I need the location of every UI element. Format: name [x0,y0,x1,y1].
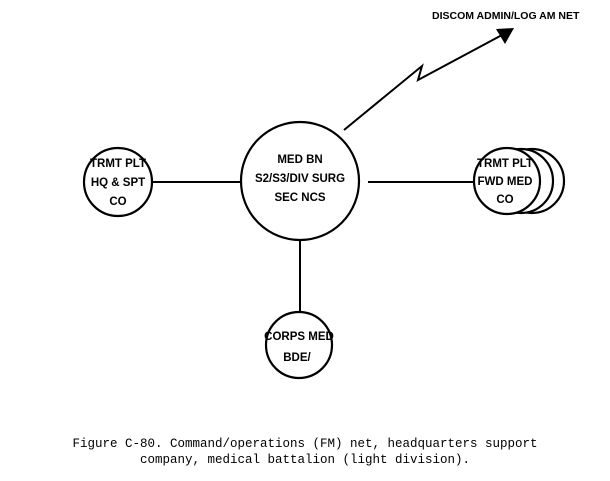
right-node-label-1: TRMT PLT [477,158,533,170]
center-node-circle [239,120,361,242]
right-node-label-3: CO [496,194,513,206]
am-net-lightning-link [343,34,503,131]
right-node-stack [472,146,566,216]
bottom-node-circle [264,310,334,380]
figure-caption-line-2: company, medical battalion (light divisi… [139,453,471,467]
left-node-circle [82,146,154,218]
left-node-label-3: CO [109,196,126,208]
am-net-arrowhead [496,28,514,44]
bottom-node-label-1: CORPS MED [264,331,334,343]
figure-caption: Figure C-80. Command/operations (FM) net… [0,436,610,468]
figure-caption-line-1: Figure C-80. Command/operations (FM) net… [72,437,538,451]
center-node-label-3: SEC NCS [274,192,325,204]
center-node-label-1: MED BN [277,154,322,166]
right-node-label-2: FWD MED [478,176,533,188]
bottom-node-label-2: BDE/ [283,352,311,364]
left-node-label-1: TRMT PLT [90,158,146,170]
am-net-label: DISCOM ADMIN/LOG AM NET [432,10,580,22]
right-node-circle [472,146,542,216]
center-node-label-2: S2/S3/DIV SURG [255,173,345,185]
left-node-label-2: HQ & SPT [91,177,145,189]
